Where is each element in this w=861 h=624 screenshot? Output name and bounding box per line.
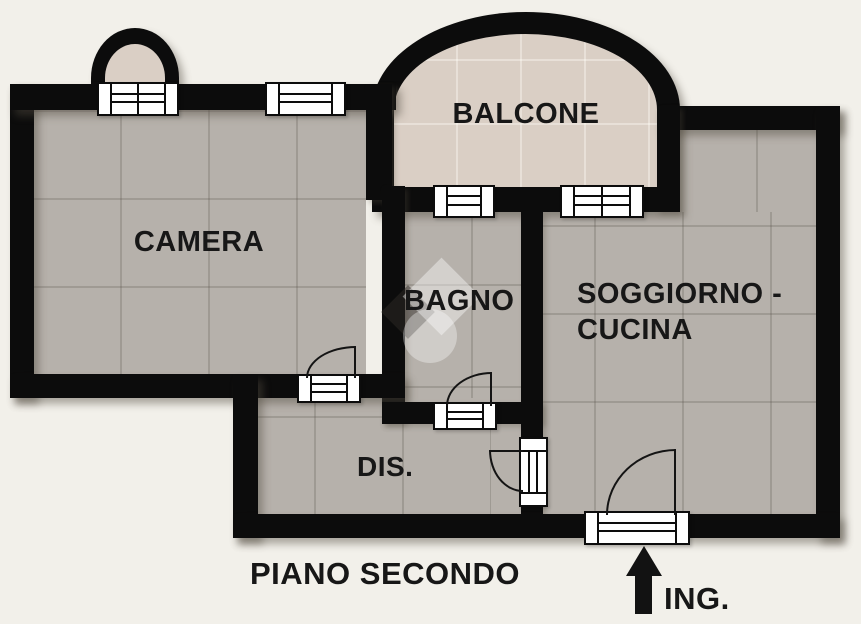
floor-title: PIANO SECONDO <box>249 556 521 591</box>
threshold-cap <box>521 439 546 452</box>
window-cap <box>480 187 493 216</box>
wall-bagno-soggiorno <box>521 212 543 440</box>
entrance-door-threshold <box>584 511 690 545</box>
camera-door-threshold <box>297 374 361 403</box>
soggiorno-floor-upper <box>680 130 816 212</box>
entrance-arrow-icon <box>626 546 662 576</box>
threshold-cap <box>521 492 546 505</box>
wall-bottom-outer <box>233 514 840 538</box>
wall-soggiorno-top <box>657 106 840 130</box>
window-glazing <box>112 84 137 114</box>
bagno-balcony-window <box>433 185 495 218</box>
camera-arch-window <box>97 82 179 116</box>
threshold-tread <box>599 513 675 543</box>
balcone-label: BALCONE <box>452 98 600 130</box>
threshold-cap <box>586 513 599 543</box>
soggiorno-label-line1: SOGGIORNO - <box>577 278 783 310</box>
threshold-tread <box>448 404 482 428</box>
window-cap <box>629 187 642 216</box>
wall-disimpegno-left <box>233 374 258 538</box>
window-cap <box>331 84 344 114</box>
bagno-label: BAGNO <box>404 285 515 317</box>
window-glazing <box>448 187 480 216</box>
window-cap <box>164 84 177 114</box>
camera-label: CAMERA <box>133 226 265 258</box>
camera-floor <box>34 110 366 374</box>
soggiorno-balcony-window <box>560 185 644 218</box>
balcony-floor <box>394 34 657 187</box>
wall-soggiorno-balcony <box>657 106 680 212</box>
threshold-tread <box>312 376 346 401</box>
window-divider <box>137 84 139 114</box>
threshold-cap <box>482 404 495 428</box>
entrance-label: ING. <box>664 581 730 616</box>
watermark-circle-icon <box>403 309 457 363</box>
window-glazing <box>575 187 601 216</box>
wall-camera-right-upper <box>366 84 392 200</box>
window-cap <box>435 187 448 216</box>
soggiorno-label-line2: CUCINA <box>577 314 693 346</box>
window-cap <box>267 84 280 114</box>
soggiorno-door-threshold <box>519 437 548 507</box>
window-divider <box>601 187 603 216</box>
entrance-arrow-shaft <box>635 574 652 614</box>
window-cap <box>562 187 575 216</box>
window-glazing <box>603 187 629 216</box>
window-glazing <box>139 84 164 114</box>
window-cap <box>99 84 112 114</box>
threshold-cap <box>299 376 312 401</box>
threshold-cap <box>435 404 448 428</box>
wall-left-outer <box>10 84 34 398</box>
camera-window <box>265 82 346 116</box>
disimpegno-label: DIS. <box>357 451 414 482</box>
window-glazing <box>280 84 331 114</box>
threshold-cap <box>675 513 688 543</box>
threshold-cap <box>346 376 359 401</box>
wall-right-outer <box>816 106 840 538</box>
threshold-tread <box>521 452 546 492</box>
bagno-door-threshold <box>433 402 497 430</box>
soggiorno-floor-main <box>543 212 816 514</box>
